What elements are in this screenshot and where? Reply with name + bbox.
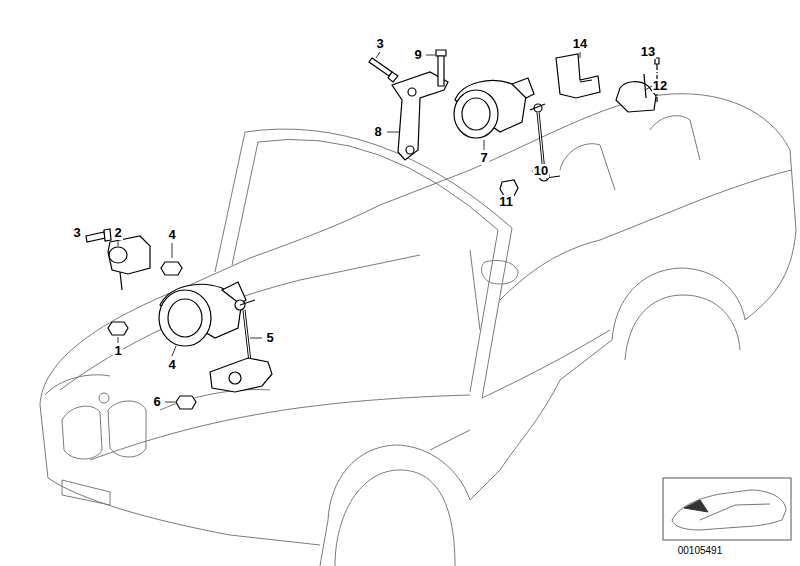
callout-number: 11 bbox=[498, 195, 514, 209]
callout-number: 7 bbox=[479, 151, 488, 165]
front-sensor-parts bbox=[86, 229, 272, 409]
callout-number: 5 bbox=[265, 331, 274, 345]
callout-number: 9 bbox=[413, 48, 422, 62]
callout-number: 3 bbox=[375, 37, 384, 51]
callout-number: 14 bbox=[572, 37, 588, 51]
callout-number: 3 bbox=[72, 226, 81, 240]
inset-thumbnail bbox=[663, 478, 791, 540]
leader-lines bbox=[118, 52, 655, 402]
callout-number: 2 bbox=[113, 226, 122, 240]
callout-number: 10 bbox=[533, 164, 549, 178]
rear-sensor-parts bbox=[369, 50, 659, 196]
callout-number: 12 bbox=[652, 79, 668, 93]
reference-number: 00105491 bbox=[677, 545, 724, 556]
callout-number: 1 bbox=[113, 344, 122, 358]
callout-number: 4 bbox=[167, 358, 176, 372]
callout-number: 6 bbox=[152, 395, 161, 409]
callout-number: 8 bbox=[373, 125, 382, 139]
callout-number: 4 bbox=[167, 228, 176, 242]
car-outline bbox=[40, 94, 796, 566]
callout-number: 13 bbox=[640, 45, 656, 59]
